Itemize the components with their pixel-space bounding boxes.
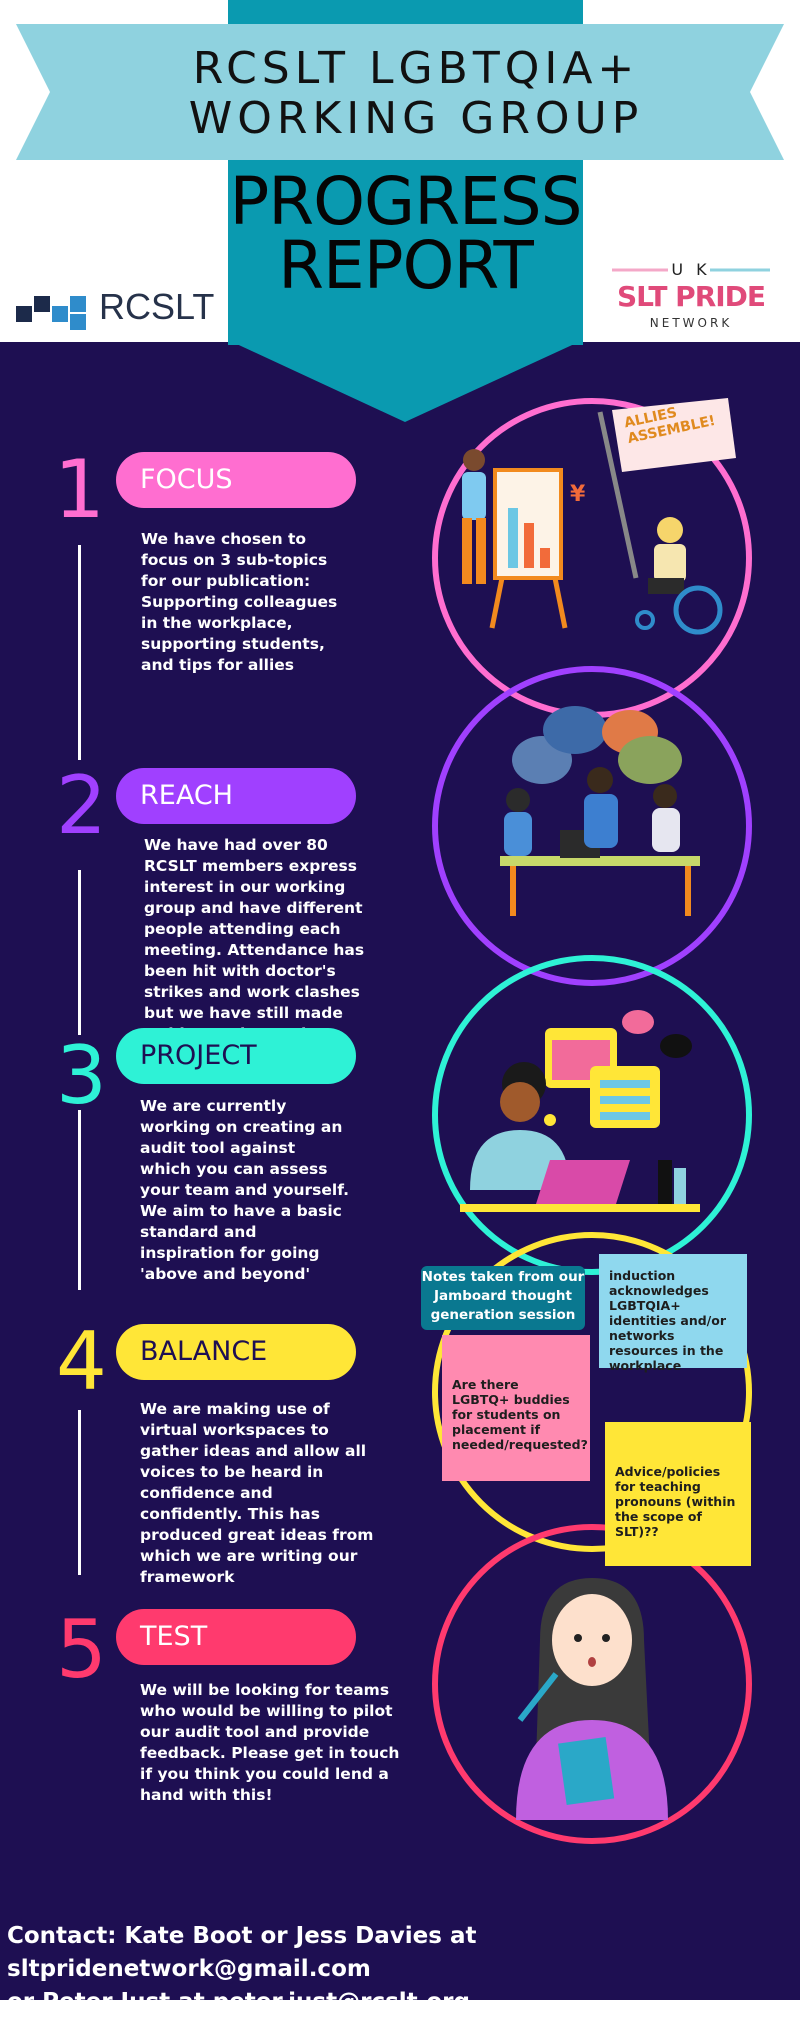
section-number-3: 3 [56, 1029, 107, 1122]
report-title-line2: REPORT [278, 227, 534, 304]
thinking-woman-illustration [516, 1578, 668, 1820]
pride-logo-network: NETWORK [649, 316, 733, 330]
title-banner-arrow [228, 340, 583, 422]
section-title-test: TEST [116, 1609, 356, 1665]
section-number-4: 4 [56, 1315, 107, 1408]
contact-line-2: or Peter Just at peter.just@rcslt.org [7, 1989, 470, 2015]
section-number-2: 2 [56, 759, 107, 852]
section-divider-3 [78, 1110, 81, 1290]
group-title-line1: RCSLT LGBTQIA+ [192, 43, 640, 94]
section-title-focus: FOCUS [116, 452, 356, 508]
easel-yen: ¥ [570, 482, 586, 507]
allies-illustration [462, 398, 736, 635]
title-ribbon: RCSLT LGBTQIA+ WORKING GROUP [16, 24, 784, 160]
contact-info: Contact: Kate Boot or Jess Davies at slt… [7, 1920, 797, 2019]
jamboard-note-induction: induction acknowledges LGBTQIA+ identiti… [599, 1254, 747, 1373]
section-text-project: We are currently working on creating an … [140, 1097, 350, 1283]
section-divider-4 [78, 1410, 81, 1575]
section-title-project: PROJECT [116, 1028, 356, 1084]
section-text-reach: We have had over 80 RCSLT members expres… [144, 836, 365, 1043]
contact-line-1: Contact: Kate Boot or Jess Davies at slt… [7, 1923, 477, 1982]
pride-logo-uk: U K [671, 260, 711, 279]
section-divider-1 [78, 545, 81, 760]
section-title-reach: REACH [116, 768, 356, 824]
ribbon-shape [16, 24, 784, 160]
rcslt-logo: RCSLT [16, 286, 216, 332]
test-illustration-circle [432, 1524, 752, 1844]
report-title-line1: PROGRESS [229, 163, 582, 240]
jamboard-note-pronouns: Advice/policies for teaching pronouns (w… [605, 1422, 751, 1566]
group-title-line2: WORKING GROUP [188, 93, 644, 144]
jamboard-note-buddies: Are there LGBTQ+ buddies for students on… [442, 1335, 590, 1481]
audit-tool-illustration [460, 1010, 700, 1212]
jamboard-label: Notes taken from our Jamboard thought ge… [421, 1266, 585, 1330]
section-text-focus: We have chosen to focus on 3 sub-topics … [141, 530, 338, 674]
section-divider-2 [78, 870, 81, 1035]
section-number-1: 1 [54, 443, 105, 536]
pride-logo-main: SLT PRIDE [616, 280, 766, 313]
meeting-illustration [500, 706, 700, 916]
section-text-balance: We are making use of virtual workspaces … [140, 1400, 374, 1586]
slt-pride-network-logo: U K SLT PRIDE NETWORK [606, 258, 776, 338]
section-number-5: 5 [56, 1603, 107, 1696]
section-text-test: We will be looking for teams who would b… [140, 1681, 400, 1804]
rcslt-logo-text: RCSLT [99, 286, 215, 327]
section-title-balance: BALANCE [116, 1324, 356, 1380]
